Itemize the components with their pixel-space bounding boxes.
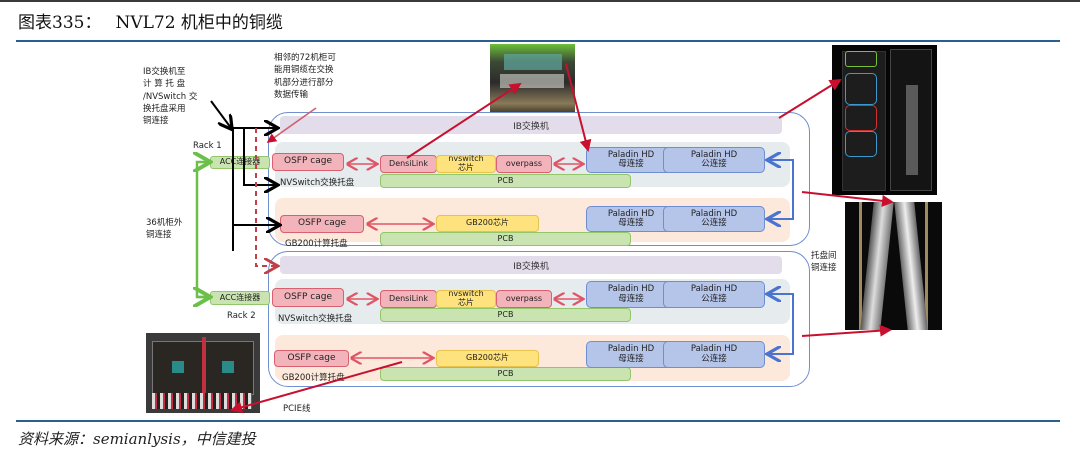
top-border bbox=[0, 0, 1080, 2]
figure-title-text: NVL72 机柜中的铜缆 bbox=[115, 13, 283, 33]
rack-photo bbox=[832, 45, 937, 195]
figure-number: 图表335： bbox=[18, 13, 102, 33]
note-line: 铜连接 bbox=[143, 116, 169, 127]
paladin-line2: 母连接 bbox=[618, 293, 644, 304]
note-line: IB交换机至 bbox=[143, 67, 186, 77]
note-line: 相邻的72机柜可 bbox=[274, 53, 336, 63]
rack-1-label: Rack 1 bbox=[193, 141, 222, 151]
rack-1-ib-switch: IB交换机 bbox=[280, 116, 782, 134]
paladin-line2: 公连接 bbox=[701, 353, 727, 364]
rack-2-acc-connector: ACC连接器 bbox=[210, 291, 270, 305]
paladin-line2: 公连接 bbox=[701, 159, 727, 169]
note-line: 数据传输 bbox=[274, 89, 309, 100]
note-line: 托盘间 bbox=[811, 251, 837, 261]
rack-1-nvswitch-tray-label: NVSwitch交换托盘 bbox=[280, 178, 355, 188]
title-rule bbox=[16, 40, 1060, 42]
paladin-line1: Paladin HD bbox=[607, 284, 655, 295]
chip-line2: 芯片 bbox=[458, 298, 474, 307]
figure-title: 图表335： NVL72 机柜中的铜缆 bbox=[18, 8, 283, 33]
chip-line2: 芯片 bbox=[458, 163, 474, 172]
adjacent-rack-note: 相邻的72机柜可 能用铜缆在交换 机部分进行部分 数据传输 bbox=[274, 52, 336, 101]
paladin-line1: Paladin HD bbox=[690, 208, 738, 219]
rack-2-nvswitch-chip: nvswitch 芯片 bbox=[436, 289, 496, 308]
note-line: 换托盘采用 bbox=[143, 103, 186, 114]
ib-copper-lines bbox=[210, 100, 278, 251]
rack-2-overpass: overpass bbox=[496, 290, 552, 308]
rack-1-nv-osfp-cage: OSFP cage bbox=[272, 153, 344, 171]
rack-1-nv-paladin-male: Paladin HD 公连接 bbox=[663, 147, 765, 173]
paladin-line1: Paladin HD bbox=[607, 208, 655, 219]
note-line: 机部分进行部分 bbox=[274, 77, 334, 88]
rack-1-compute-tray-label: GB200计算托盘 bbox=[285, 239, 348, 249]
adjacent-rack-dashed-arrow bbox=[255, 128, 276, 266]
rack-1-nvswitch-chip: nvswitch 芯片 bbox=[436, 154, 496, 173]
rack-2-gb-pcb: PCB bbox=[380, 367, 631, 381]
ib-to-rack1-arrow bbox=[232, 128, 276, 251]
rack-1-overpass: overpass bbox=[496, 155, 552, 173]
rack-2-nv-paladin-male: Paladin HD 公连接 bbox=[663, 281, 765, 308]
paladin-line2: 母连接 bbox=[618, 218, 644, 228]
note-pointer-arrow bbox=[210, 100, 231, 128]
note-line: 铜连接 bbox=[811, 263, 837, 274]
photo-pointers bbox=[230, 63, 894, 414]
rack-1-nv-paladin-female: Paladin HD 母连接 bbox=[586, 147, 676, 173]
note-line: 铜连接 bbox=[146, 230, 172, 241]
rack-2-nvswitch-tray-label: NVSwitch交换托盘 bbox=[278, 314, 353, 324]
rack-2-gb-osfp-cage: OSFP cage bbox=[274, 350, 349, 367]
inter-tray-links bbox=[769, 160, 794, 354]
note-line: 能用铜缆在交换 bbox=[274, 65, 334, 76]
paladin-line1: Paladin HD bbox=[690, 149, 738, 160]
chip-line1: nvswitch bbox=[448, 289, 484, 299]
inter-tray-copper-note: 托盘间 铜连接 bbox=[811, 250, 837, 275]
cable-photo bbox=[845, 202, 942, 330]
rack-2-compute-tray-label: GB200计算托盘 bbox=[282, 373, 345, 383]
note-line: /NVSwitch 交 bbox=[143, 91, 198, 102]
rack-2-label: Rack 2 bbox=[227, 311, 256, 321]
paladin-line1: Paladin HD bbox=[690, 284, 738, 295]
paladin-line1: Paladin HD bbox=[690, 344, 738, 355]
paladin-line2: 母连接 bbox=[618, 159, 644, 169]
internal-links bbox=[348, 164, 582, 358]
footer-rule bbox=[16, 420, 1060, 422]
rack-1-gb200-chip: GB200芯片 bbox=[436, 215, 539, 232]
rack-1-gb-paladin-male: Paladin HD 公连接 bbox=[663, 206, 765, 232]
rack-1-gb-pcb: PCB bbox=[380, 232, 631, 246]
rack-2-nv-pcb: PCB bbox=[380, 308, 631, 322]
chip-line1: nvswitch bbox=[448, 154, 484, 164]
note-line: 计 算 托 盘 bbox=[143, 79, 186, 90]
external-copper-line bbox=[197, 162, 208, 299]
paladin-line2: 公连接 bbox=[701, 218, 727, 228]
rack-2-nv-osfp-cage: OSFP cage bbox=[272, 288, 344, 307]
paladin-line2: 公连接 bbox=[701, 293, 727, 304]
rack-1-gb-osfp-cage: OSFP cage bbox=[280, 215, 364, 233]
rack-2-gb-paladin-male: Paladin HD 公连接 bbox=[663, 341, 765, 368]
pcie-cable-label: PCIE线 bbox=[283, 404, 311, 414]
paladin-line1: Paladin HD bbox=[607, 149, 655, 160]
rack-1-gb-paladin-female: Paladin HD 母连接 bbox=[586, 206, 676, 232]
rack-2-ib-switch: IB交换机 bbox=[280, 256, 782, 274]
ib-to-tray-note: IB交换机至 计 算 托 盘 /NVSwitch 交 换托盘采用 铜连接 bbox=[143, 66, 197, 128]
rack-2-gb-paladin-female: Paladin HD 母连接 bbox=[586, 341, 676, 368]
rack-2-gb200-chip: GB200芯片 bbox=[436, 350, 539, 367]
compute-tray-photo bbox=[146, 333, 260, 413]
note-line: 36机柜外 bbox=[146, 218, 183, 228]
rack-1-densilink: DensiLink bbox=[380, 155, 437, 173]
rack-1-nv-pcb: PCB bbox=[380, 174, 631, 188]
source-note: 资料来源：semianlysis，中信建投 bbox=[18, 430, 256, 448]
external-copper-note: 36机柜外 铜连接 bbox=[146, 217, 182, 242]
paladin-line2: 母连接 bbox=[618, 353, 644, 364]
paladin-line1: Paladin HD bbox=[607, 344, 655, 355]
ib-to-nvswitch-arrow bbox=[243, 128, 276, 185]
